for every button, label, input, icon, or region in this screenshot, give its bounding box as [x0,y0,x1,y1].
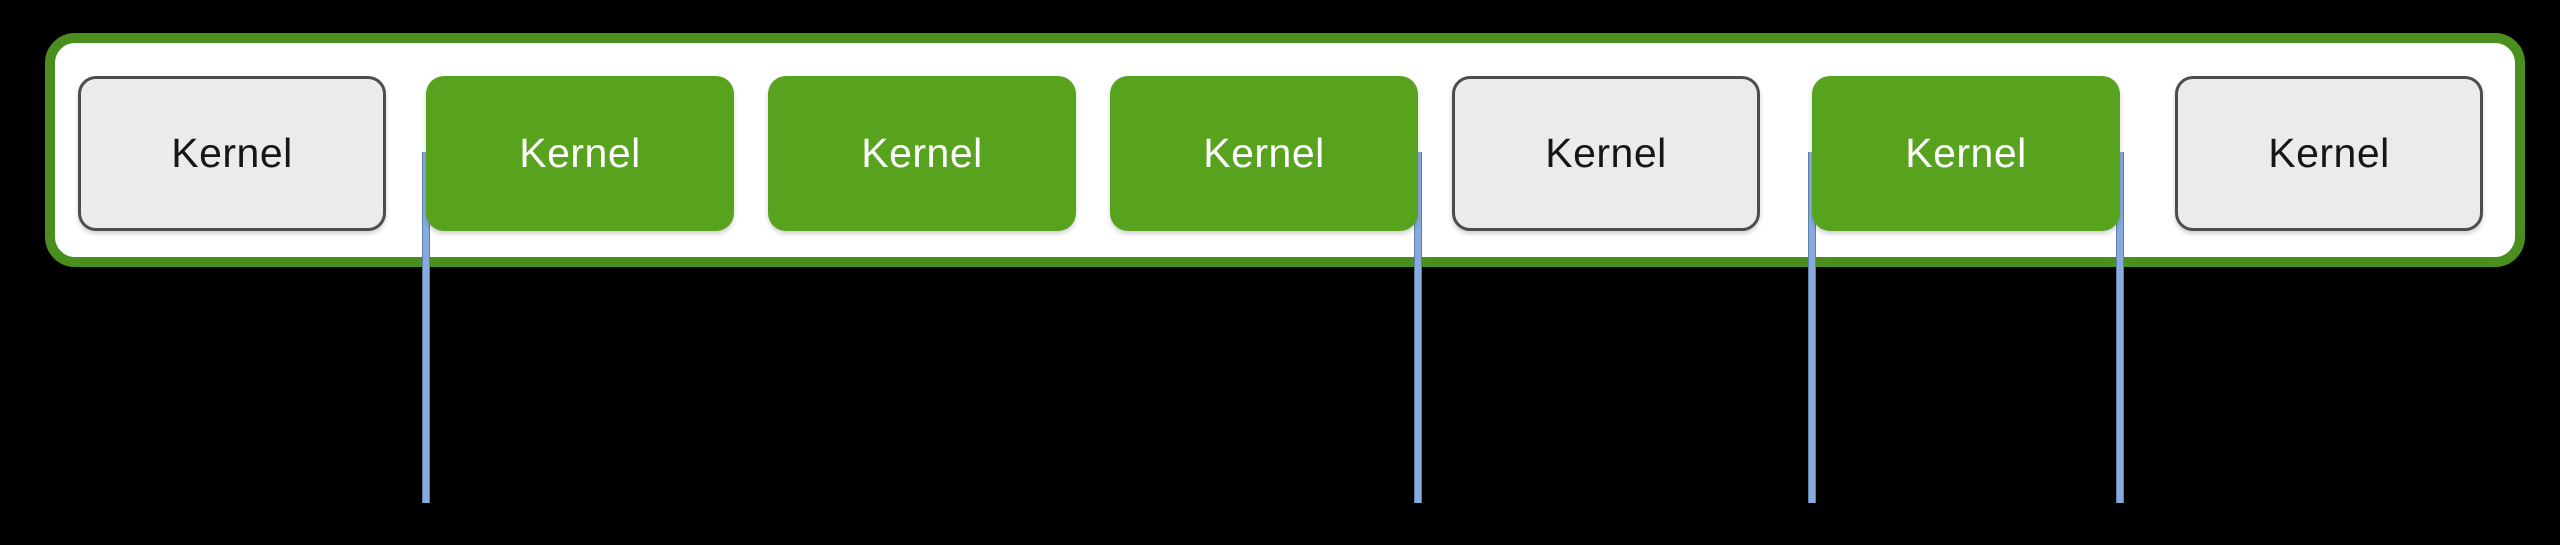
kernel-box-4-active: Kernel [1110,76,1418,231]
kernel-box-1-inactive: Kernel [78,76,386,231]
capture-boundary-line-2 [1414,152,1422,503]
capture-boundary-line-4 [2116,152,2124,503]
kernel-box-3-active: Kernel [768,76,1076,231]
kernel-box-6-active: Kernel [1812,76,2120,231]
kernel-box-5-inactive: Kernel [1452,76,1760,231]
capture-boundary-line-1 [422,152,430,503]
kernel-box-2-active: Kernel [426,76,734,231]
capture-boundary-line-3 [1808,152,1816,503]
kernel-box-7-inactive: Kernel [2175,76,2483,231]
